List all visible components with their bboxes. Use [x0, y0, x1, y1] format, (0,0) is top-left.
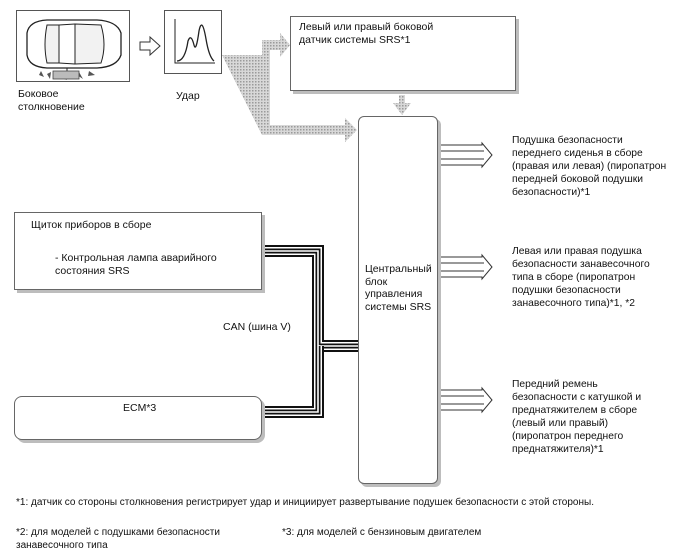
can-bus-label: CAN (шина V): [223, 321, 291, 333]
side-sensor-box: Левый или правый боковой датчик системы …: [290, 16, 516, 91]
output-front-seat-airbag: Подушка безопасности переднего сиденья в…: [512, 135, 667, 198]
car-caption: Боковое столкновение: [18, 88, 85, 113]
car-collision-image: [16, 10, 130, 82]
output-curtain-airbag: Левая или правая подушка безопасности за…: [512, 246, 650, 309]
impact-caption: Удар: [176, 90, 200, 102]
footnote-1: *1: датчик со стороны столкновения регис…: [16, 497, 594, 508]
srs-center-unit-label: Центральный блок управления системы SRS: [365, 263, 432, 313]
side-sensor-label: Левый или правый боковой датчик системы …: [299, 21, 434, 46]
impact-graph-image: [164, 10, 222, 74]
footnote-3: *3: для моделей с бензиновым двигателем: [282, 527, 482, 538]
ecm-label: ECM*3: [123, 402, 157, 414]
instrument-cluster-title: Щиток приборов в сборе: [31, 219, 152, 231]
footnote-2: *2: для моделей с подушками безопасности…: [16, 527, 220, 551]
arrow-car-to-impact: [139, 35, 161, 57]
output-connector-2: [438, 253, 493, 281]
signal-path-gray: [222, 33, 411, 142]
ecm-box: ECM*3: [14, 396, 262, 440]
srs-warning-lamp-label: - Контрольная лампа аварийного состояния…: [55, 252, 217, 277]
output-connector-1: [438, 141, 493, 169]
output-connector-3: [438, 386, 493, 414]
impact-waveform-icon: [174, 19, 215, 64]
car-top-view-icon: [26, 19, 122, 80]
can-bus-lines: [265, 245, 360, 418]
instrument-cluster-box: Щиток приборов в сборе - Контрольная лам…: [14, 212, 262, 290]
output-seat-belt-pretensioner: Передний ремень безопасности с катушкой …: [512, 379, 642, 455]
srs-center-unit-box: Центральный блок управления системы SRS: [358, 116, 438, 484]
